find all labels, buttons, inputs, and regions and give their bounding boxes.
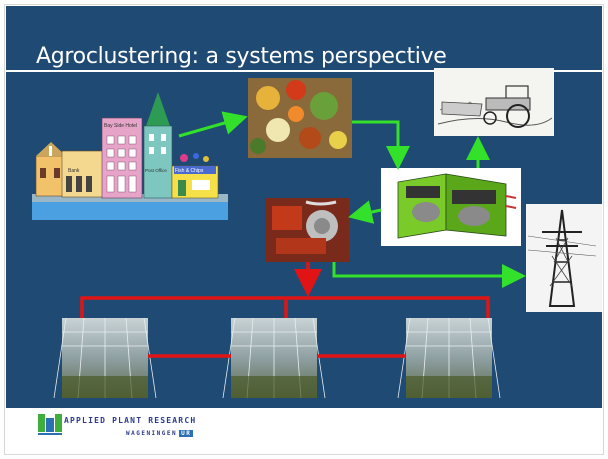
bank-sign: Bank <box>68 168 80 174</box>
slide: Agroclustering: a systems perspective <box>6 6 602 408</box>
fish-sign: Fish & Chips <box>175 168 204 174</box>
arrow-town-to-waste <box>178 111 248 138</box>
title-underline <box>6 70 602 72</box>
arrow-digester-to-engine <box>348 200 382 224</box>
power-pylon-photo <box>526 204 602 312</box>
org-name: APPLIED PLANT RESEARCH <box>64 416 197 425</box>
town-illustration: Bank Bay Side Hotel Post Office Fish & C… <box>32 92 228 220</box>
university-badge: UR <box>179 430 194 437</box>
food-waste-photo <box>248 78 352 158</box>
greenhouse-3 <box>397 317 501 399</box>
agrocluster-diagram: Bank Bay Side Hotel Post Office Fish & C… <box>32 68 602 399</box>
slide-title: Agroclustering: a systems perspective <box>36 44 447 69</box>
arrow-waste-to-digester <box>352 120 410 170</box>
chp-engine-photo <box>265 198 349 262</box>
post-office-sign: Post Office <box>145 168 167 173</box>
hotel-sign: Bay Side Hotel <box>104 123 137 129</box>
tractor-sketch <box>434 68 554 136</box>
greenhouse-1 <box>53 317 157 399</box>
applied-plant-research-logo <box>38 414 62 435</box>
university-label: WAGENINGEN <box>126 430 178 437</box>
greenhouse-2 <box>222 317 326 399</box>
biogas-digester-diagram <box>381 168 521 246</box>
arrow-engine-to-grid <box>332 262 526 288</box>
